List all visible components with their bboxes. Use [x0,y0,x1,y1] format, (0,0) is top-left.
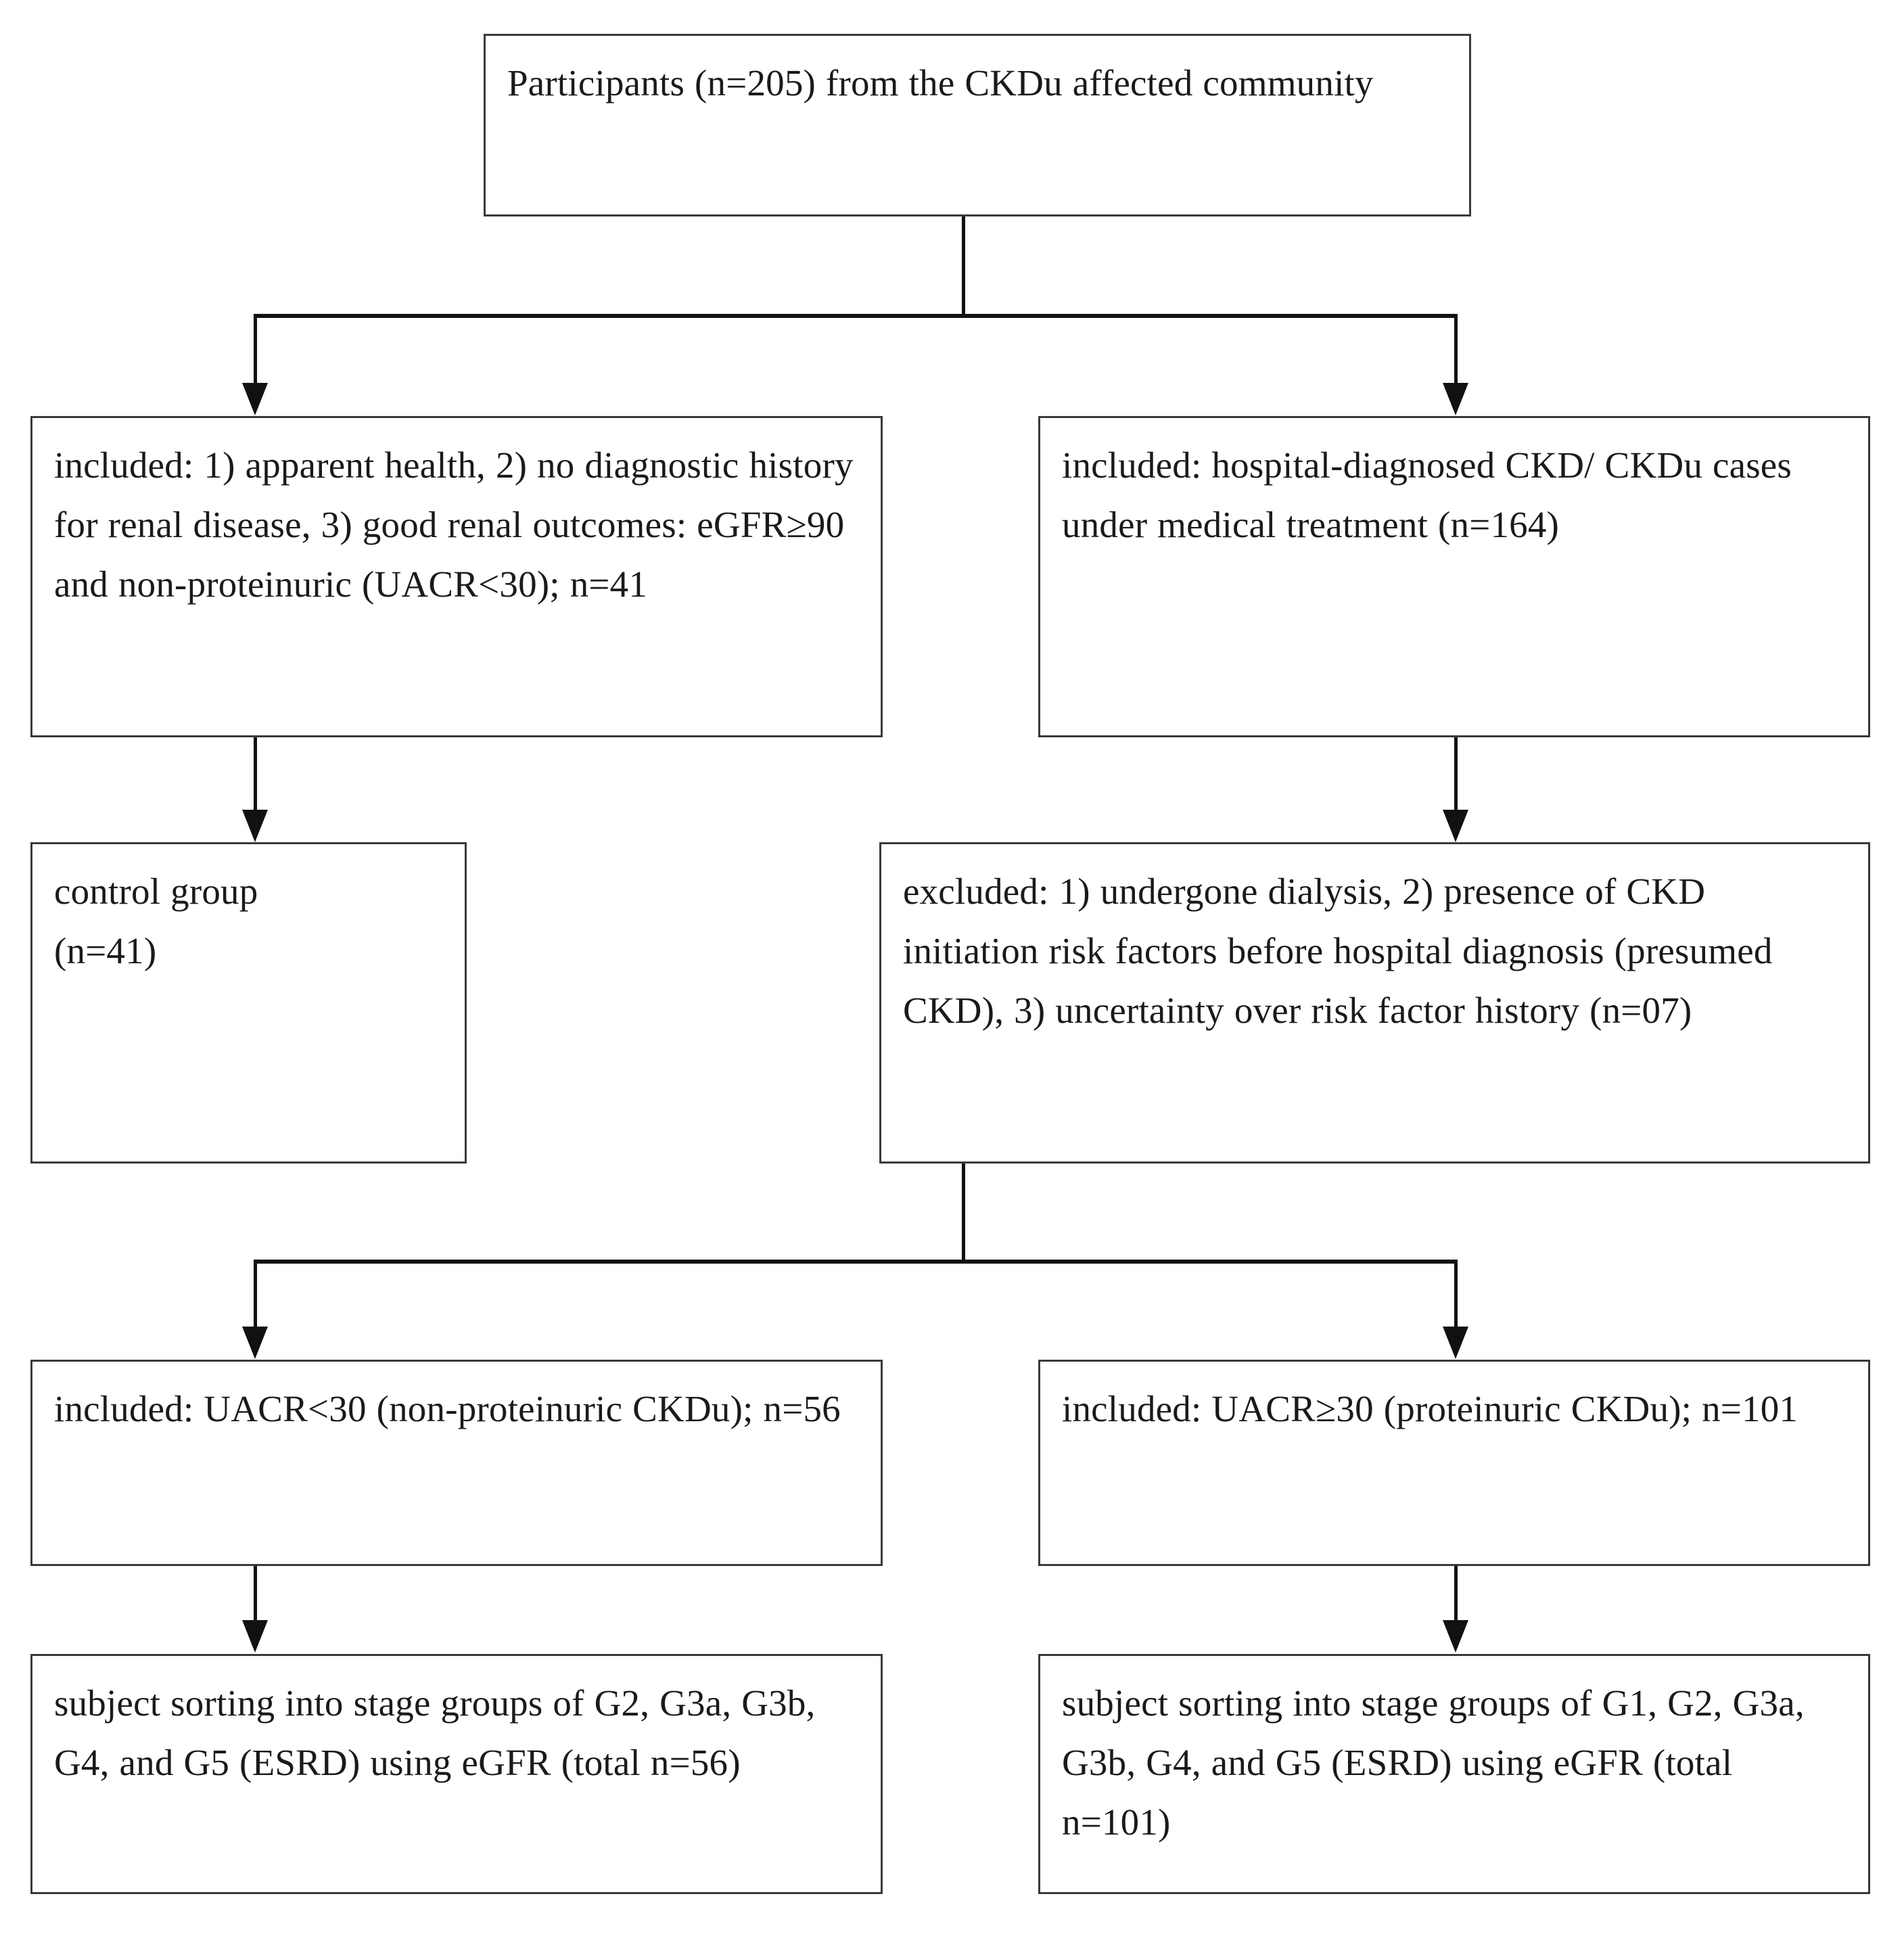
node-sorting-proteinuric-label: subject sorting into stage groups of G1,… [1062,1682,1805,1843]
node-included-controls-label: included: 1) apparent health, 2) no diag… [54,444,854,605]
node-proteinuric: included: UACR≥30 (proteinuric CKDu); n=… [1038,1360,1870,1566]
node-control-group-label: control group (n=41) [54,871,258,971]
connector-included-controls-to-control-group [254,737,257,813]
connector-branch-right-excluded [1454,1260,1458,1330]
node-excluded-label: excluded: 1) undergone dialysis, 2) pres… [903,871,1773,1031]
connector-bar-participants [256,314,1456,318]
connector-stem-excluded [962,1164,965,1263]
arrowhead-to-sorting-proteinuric [1443,1620,1468,1653]
node-control-group: control group (n=41) [30,842,467,1164]
arrowhead-to-included-cases [1443,383,1468,415]
arrowhead-to-excluded [1443,810,1468,842]
node-included-controls: included: 1) apparent health, 2) no diag… [30,416,883,737]
arrowhead-to-control-group [242,810,268,842]
connector-branch-left-excluded [254,1260,257,1330]
arrowhead-to-non-proteinuric [242,1327,268,1359]
node-included-cases: included: hospital-diagnosed CKD/ CKDu c… [1038,416,1870,737]
node-excluded: excluded: 1) undergone dialysis, 2) pres… [879,842,1870,1164]
connector-bar-excluded [256,1260,1456,1264]
connector-stem-participants [962,216,965,315]
node-included-cases-label: included: hospital-diagnosed CKD/ CKDu c… [1062,444,1792,545]
connector-included-cases-to-excluded [1454,737,1458,813]
node-sorting-proteinuric: subject sorting into stage groups of G1,… [1038,1654,1870,1894]
arrowhead-to-proteinuric [1443,1327,1468,1359]
arrowhead-to-included-controls [242,383,268,415]
node-non-proteinuric: included: UACR<30 (non-proteinuric CKDu)… [30,1360,883,1566]
node-proteinuric-label: included: UACR≥30 (proteinuric CKDu); n=… [1062,1388,1798,1429]
connector-branch-right-participants [1454,314,1458,386]
connector-non-proteinuric-to-sorting [254,1566,257,1624]
node-sorting-non-proteinuric: subject sorting into stage groups of G2,… [30,1654,883,1894]
node-participants-label: Participants (n=205) from the CKDu affec… [507,62,1374,103]
node-participants: Participants (n=205) from the CKDu affec… [484,34,1471,216]
connector-proteinuric-to-sorting [1454,1566,1458,1624]
arrowhead-to-sorting-non-proteinuric [242,1620,268,1653]
connector-branch-left-participants [254,314,257,386]
node-sorting-non-proteinuric-label: subject sorting into stage groups of G2,… [54,1682,816,1783]
node-non-proteinuric-label: included: UACR<30 (non-proteinuric CKDu)… [54,1388,841,1429]
